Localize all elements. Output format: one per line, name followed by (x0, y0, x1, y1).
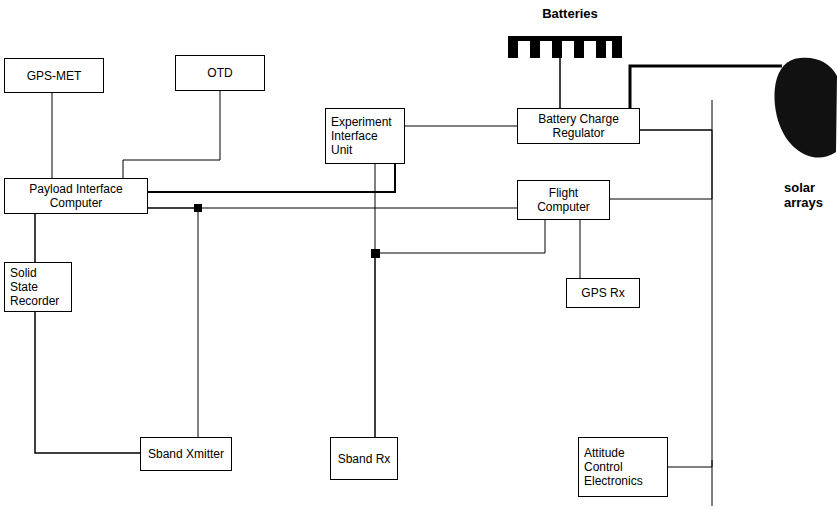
part-label: solar arrays (784, 180, 832, 210)
battery-bar (508, 36, 622, 41)
computer-box: Payload Interface Computer (4, 178, 148, 214)
computer-box: Flight Computer (517, 180, 610, 220)
receiver-box: Sband Rx (330, 437, 398, 480)
battery-cells (508, 41, 622, 58)
connector-line (52, 93, 53, 178)
connector-line (148, 208, 198, 437)
box-label: GPS-MET (10, 69, 98, 83)
solar-array (775, 58, 837, 158)
connector-line (405, 126, 517, 127)
receiver-box: GPS Rx (566, 278, 640, 308)
connector-line (375, 220, 545, 437)
connector-line (580, 220, 581, 278)
box-label: OTD (181, 66, 259, 80)
connector-line (640, 130, 712, 467)
sensor-box: OTD (175, 55, 265, 91)
transmitter-box: Sband Xmitter (140, 437, 232, 471)
box-label: Attitude Control Electronics (584, 446, 662, 488)
box-label: Experiment Interface Unit (331, 115, 399, 157)
sensor-box: GPS-MET (4, 58, 104, 93)
connector-line (123, 91, 220, 178)
connector-line (35, 312, 140, 453)
interface-box: Experiment Interface Unit (325, 108, 405, 164)
box-label: Flight Computer (523, 186, 604, 214)
box-label: Battery Charge Regulator (523, 112, 634, 140)
box-label: Payload Interface Computer (10, 182, 142, 210)
power-bus (712, 100, 713, 130)
box-label: Sband Rx (336, 452, 392, 466)
box-label: Solid State Recorder (10, 266, 66, 308)
regulator-box: Battery Charge Regulator (517, 108, 640, 144)
connector-line (148, 208, 517, 209)
box-label: GPS Rx (572, 286, 634, 300)
control-box: Attitude Control Electronics (578, 437, 668, 497)
connector-line (148, 164, 395, 192)
box-label: Sband Xmitter (146, 447, 226, 461)
battery-wire (559, 58, 561, 108)
solar-wire (630, 66, 782, 108)
part-label: Batteries (530, 6, 610, 21)
recorder-box: Solid State Recorder (4, 262, 72, 312)
connector-line (35, 214, 36, 262)
